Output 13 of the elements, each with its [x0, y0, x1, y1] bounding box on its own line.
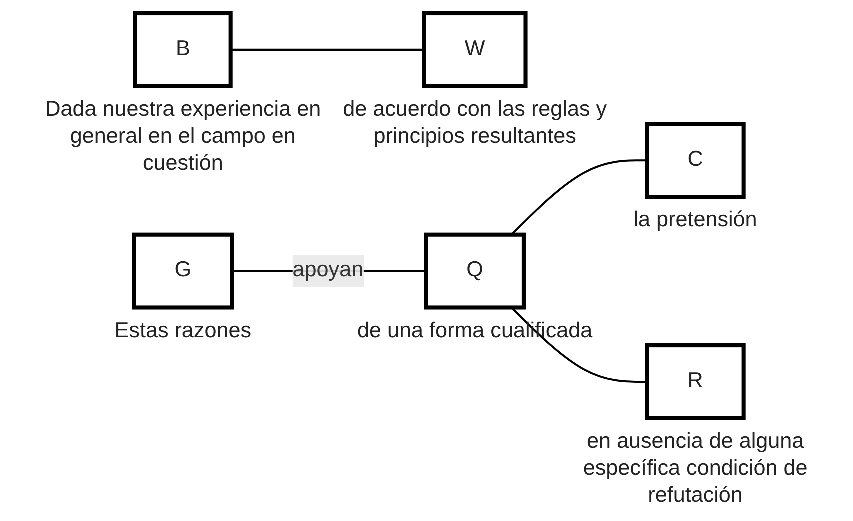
connector	[230, 48, 424, 51]
node-box: G	[132, 232, 234, 310]
node-box: C	[645, 122, 746, 200]
annotation-text: en ausencia de alguna específica condición de refutación	[583, 428, 808, 508]
edge-label: apoyan	[292, 259, 364, 282]
node-box: B	[133, 11, 233, 88]
annotation-text: de acuerdo con las reglas y principios resultantes	[343, 96, 608, 148]
annotation-text: Estas razones	[114, 317, 252, 342]
annotation-text: la pretensión	[634, 206, 758, 232]
node-box: W	[422, 11, 528, 88]
node-box: R	[645, 344, 746, 420]
node-box: Q	[424, 232, 526, 310]
annotation-text: Dada nuestra experiencia en general en el campo en cuestión	[45, 96, 322, 176]
